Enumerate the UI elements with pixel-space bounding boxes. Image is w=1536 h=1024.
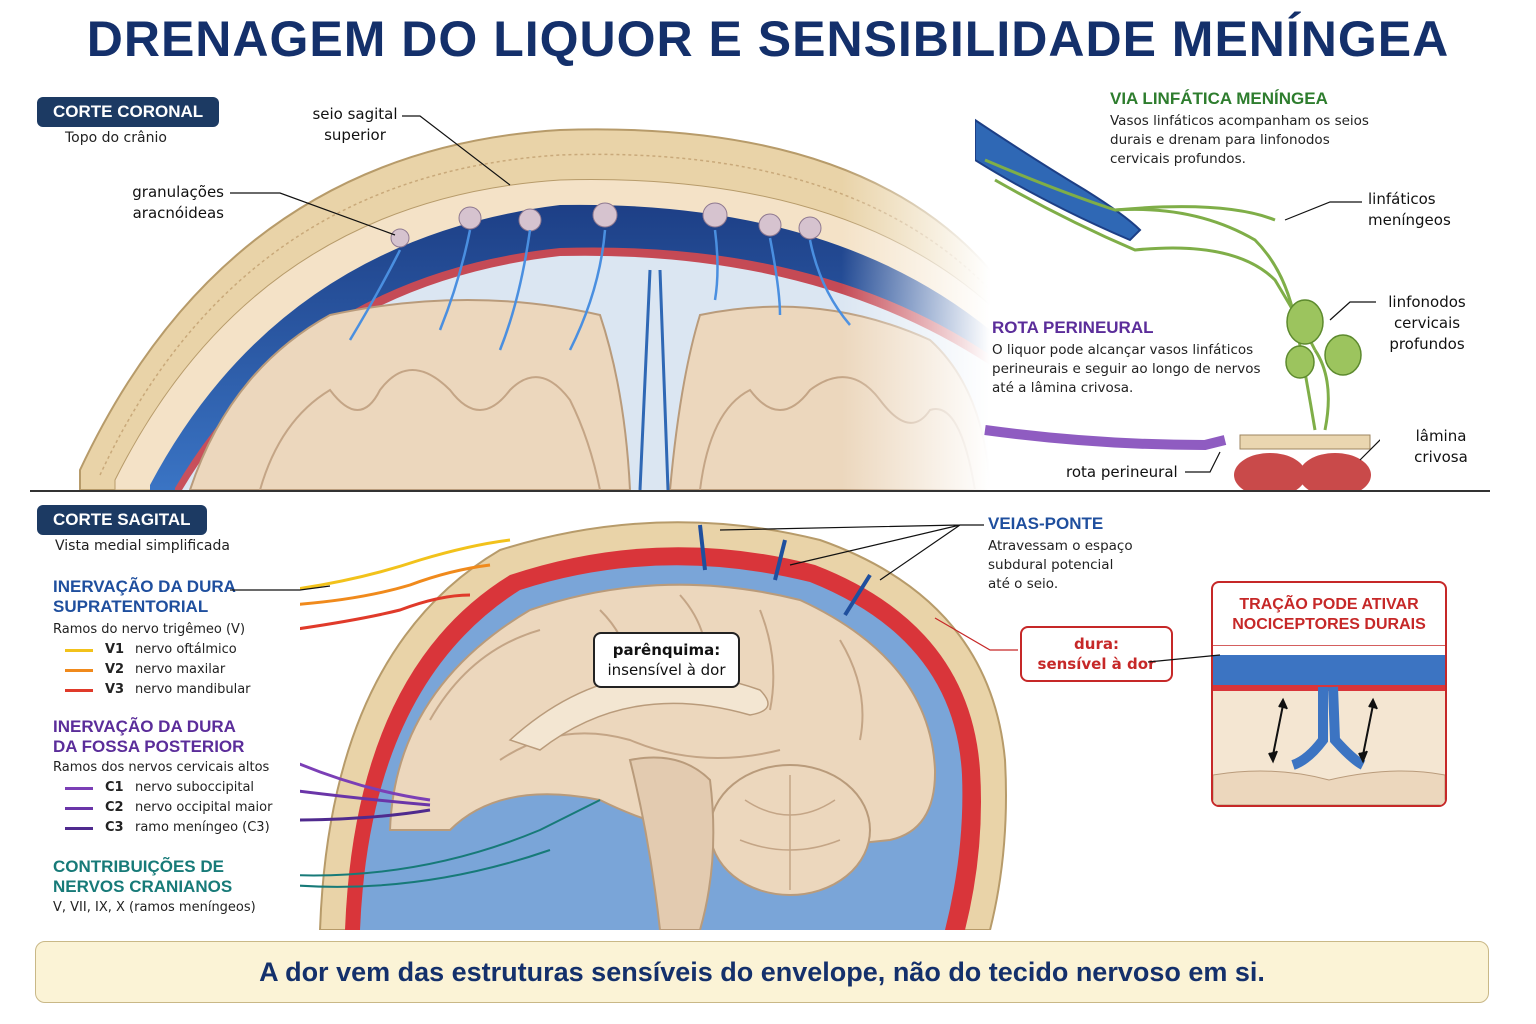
legend-c1: C1 nervo suboccipital	[65, 778, 285, 798]
sagittal-leader-lines	[230, 524, 1220, 663]
trigeminal-branches	[300, 538, 511, 631]
traction-illustration	[1213, 645, 1445, 805]
label-perineural-route: rota perineural	[1066, 463, 1178, 481]
sagittal-badge: CORTE SAGITAL	[37, 505, 207, 535]
sagittal-illustration	[300, 521, 1007, 930]
traction-arrows	[1268, 697, 1378, 764]
coronal-illustration	[0, 90, 990, 490]
c3-swatch	[65, 827, 93, 830]
c1-swatch	[65, 787, 93, 790]
cranial-nerve-branches	[300, 799, 601, 888]
legend-c2: C2 nervo occipital maior	[65, 798, 285, 818]
dura-label: dura:sensível à dor	[1020, 626, 1173, 682]
cervical-branches	[300, 762, 431, 822]
supratentorial-subtitle: Ramos do nervo trigêmeo (V)	[53, 622, 246, 637]
bridging-veins	[698, 524, 872, 617]
lymph-heading: VIA LINFÁTICA MENÍNGEA	[1110, 89, 1328, 108]
lymph-leader-lines	[1185, 201, 1380, 473]
bridging-vein-detail	[1291, 686, 1366, 770]
brainstem	[628, 756, 715, 930]
sagittal-subtitle: Vista medial simplificada	[55, 538, 230, 554]
coronal-badge: CORTE CORONAL	[37, 97, 220, 127]
lymph-nodes	[1285, 299, 1362, 379]
dural-sinus	[975, 118, 1142, 242]
section-divider	[30, 490, 1490, 492]
legend-v2: V2 nervo maxilar	[65, 660, 285, 680]
bridging-veins-heading: VEIAS-PONTE	[988, 514, 1104, 533]
footer-banner: A dor vem das estruturas sensíveis do en…	[35, 941, 1489, 1003]
v3-swatch	[65, 689, 93, 692]
v1-swatch	[65, 649, 93, 652]
cribriform-plate	[1239, 434, 1371, 450]
lymphatic-illustration	[975, 118, 1371, 490]
cranial-subtitle: V, VII, IX, X (ramos meníngeos)	[53, 900, 256, 915]
legend-v3: V3 nervo mandibular	[65, 680, 285, 700]
perineural-heading: ROTA PERINEURAL	[992, 318, 1154, 337]
coronal-subtitle: Topo do crânio	[65, 130, 167, 146]
page-title: DRENAGEM DO LIQUOR E SENSIBILIDADE MENÍN…	[86, 11, 1450, 67]
c2-swatch	[65, 807, 93, 810]
posterior-subtitle: Ramos dos nervos cervicais altos	[53, 760, 270, 775]
coronal-leader-lines	[230, 115, 511, 236]
legend-v1: V1 nervo oftálmico	[65, 640, 285, 660]
parenchyma-label: parênquima:insensível à dor	[593, 632, 740, 688]
footer-text: A dor vem das estruturas sensíveis do en…	[259, 957, 1265, 987]
v2-swatch	[65, 669, 93, 672]
legend-c3: C3 ramo meníngeo (C3)	[65, 818, 285, 838]
perineural-nerve	[984, 425, 1227, 451]
